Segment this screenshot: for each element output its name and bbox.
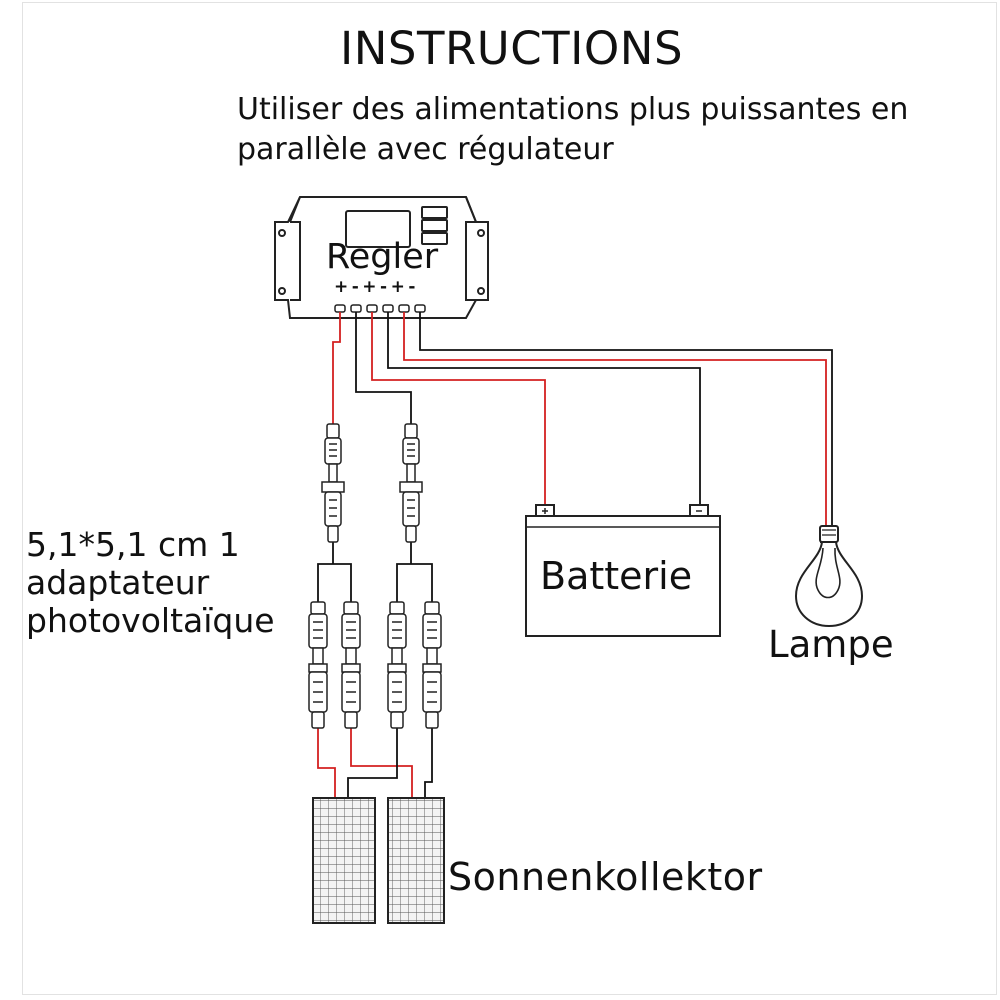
image-frame (22, 2, 997, 995)
mc4-lower-2 (341, 601, 361, 729)
lamp (794, 525, 864, 628)
battery-label: Batterie (540, 554, 693, 598)
usb-port-2 (421, 219, 448, 232)
mount-hole-tl (278, 229, 286, 237)
battery (525, 504, 721, 637)
controller-label: Regler (326, 237, 439, 277)
lamp-bulb (794, 541, 864, 628)
mount-hole-br (477, 287, 485, 295)
lamp-label: Lampe (768, 623, 894, 666)
lamp-filament (815, 547, 841, 599)
usb-port-1 (421, 206, 448, 219)
adapter-label-line-2: adaptateur (26, 563, 210, 602)
lamp-positive-wire (403, 312, 827, 526)
mc4-lower-4 (422, 601, 442, 729)
solar-panel-right (387, 797, 445, 924)
controller-terminal-signs: +-+-+- (334, 277, 419, 297)
mount-hole-tr (477, 229, 485, 237)
solar-panel-label: Sonnenkollektor (448, 855, 763, 899)
adapter-label: 5,1*5,1 cm 1 adaptateur photovoltaïque (26, 526, 275, 640)
lamp-negative-wire (419, 312, 833, 526)
adapter-label-line-3: photovoltaïque (26, 601, 275, 640)
display-screen (345, 210, 411, 248)
subtitle-line-1: Utiliser des alimentations plus puissant… (237, 92, 909, 127)
battery-positive-wire (371, 312, 546, 505)
adapter-label-line-1: 5,1*5,1 cm 1 (26, 525, 240, 564)
subtitle-line-2: parallèle avec régulateur (237, 132, 614, 167)
charge-controller (274, 196, 489, 319)
lamp-socket (819, 525, 839, 543)
mc4-connector-upper-left (321, 423, 345, 543)
mount-hole-bl (278, 287, 286, 295)
mc4-connector-upper-right (399, 423, 423, 543)
page-title: INSTRUCTIONS (340, 22, 684, 75)
pv-input-wires (317, 312, 433, 798)
mc4-lower-3 (387, 601, 407, 729)
battery-negative-wire (387, 312, 701, 505)
page-subtitle: Utiliser des alimentations plus puissant… (237, 90, 908, 170)
mc4-lower-1 (308, 601, 328, 729)
output-wires (371, 312, 833, 526)
solar-panel-left (312, 797, 376, 924)
usb-port-3 (421, 232, 448, 245)
mc4-connectors-lower (308, 601, 442, 729)
